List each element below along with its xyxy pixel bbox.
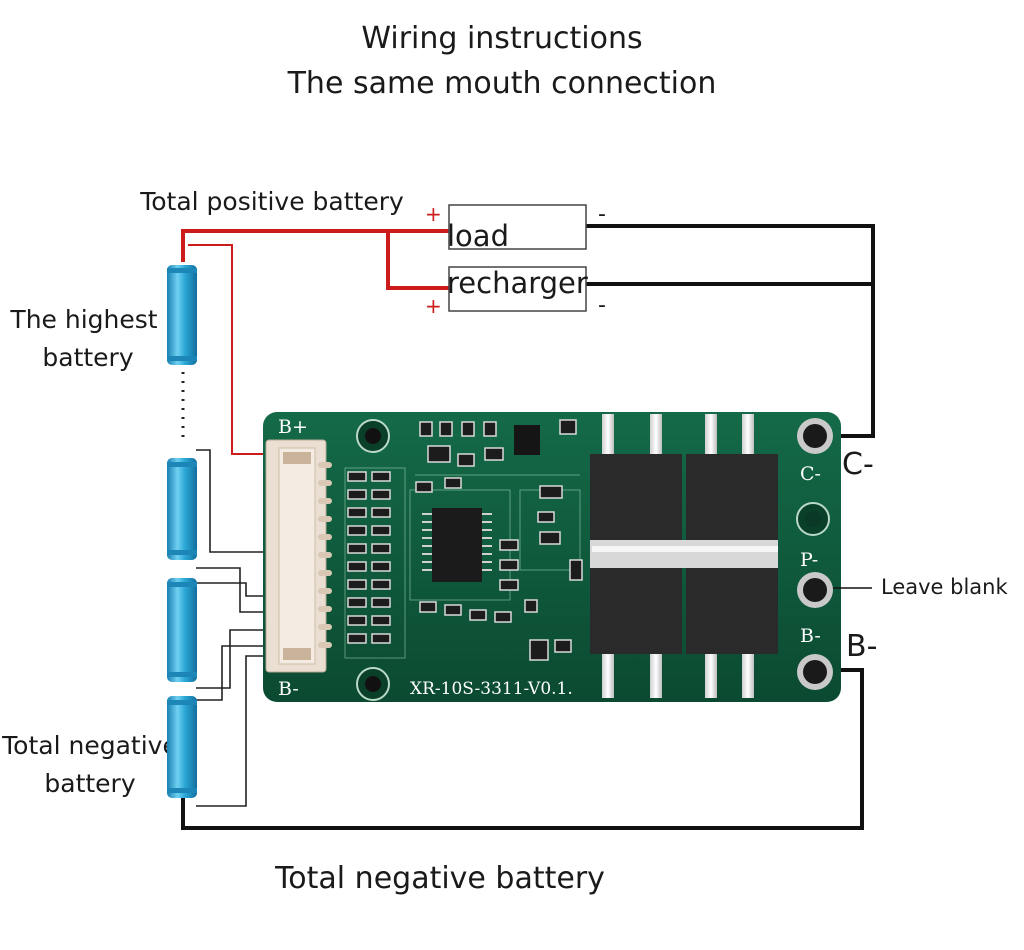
load-minus-sign: - bbox=[598, 202, 606, 227]
control-ic bbox=[422, 508, 492, 582]
battery-cell-bottom bbox=[167, 696, 197, 798]
mosfet-group bbox=[590, 414, 778, 698]
balance-connector bbox=[265, 439, 332, 673]
resistor-array bbox=[347, 471, 391, 644]
total-positive-label: Total positive battery bbox=[139, 187, 404, 216]
battery-cell-3 bbox=[167, 578, 197, 682]
recharger-label: recharger bbox=[447, 266, 588, 300]
silk-b-minus: B- bbox=[278, 678, 299, 700]
battery-cell-2 bbox=[167, 458, 197, 560]
b-minus-wire bbox=[181, 668, 864, 830]
total-negative-left-label-2: battery bbox=[44, 769, 135, 798]
title-line-2: The same mouth connection bbox=[287, 66, 717, 101]
terminal-b-minus bbox=[797, 654, 833, 690]
negative-wires bbox=[181, 224, 875, 830]
positive-wire-main bbox=[181, 229, 450, 262]
silk-c-minus: C- bbox=[800, 463, 821, 485]
silk-b-plus: B+ bbox=[278, 416, 308, 438]
highest-battery-label-1: The highest bbox=[9, 305, 157, 334]
transistor bbox=[514, 425, 540, 455]
positive-wires bbox=[181, 229, 450, 290]
recharger-box: recharger bbox=[447, 266, 588, 312]
load-box: load bbox=[447, 204, 587, 253]
load-plus-sign: + bbox=[425, 202, 442, 226]
mounting-holes bbox=[356, 419, 830, 701]
positive-wire-to-board bbox=[188, 244, 266, 455]
recharger-minus-sign: - bbox=[598, 293, 606, 318]
battery-cells bbox=[167, 265, 197, 798]
highest-battery-label-2: battery bbox=[42, 343, 133, 372]
silk-b-minus-right: B- bbox=[800, 625, 821, 647]
balance-wires bbox=[196, 449, 266, 807]
title-line-1: Wiring instructions bbox=[361, 21, 642, 56]
load-label: load bbox=[447, 219, 509, 253]
terminal-c-minus bbox=[797, 418, 833, 454]
positive-wire-recharger bbox=[386, 231, 450, 290]
bms-board: B+ B- XR-10S-3311-V0.1. C- P- B- bbox=[263, 412, 841, 702]
battery-cell-top bbox=[167, 265, 197, 365]
leave-blank-label: Leave blank bbox=[881, 575, 1008, 599]
total-negative-left-label-1: Total negative bbox=[1, 731, 178, 760]
silk-p-minus: P- bbox=[800, 549, 818, 571]
c-minus-label: C- bbox=[842, 447, 874, 482]
smd-components bbox=[415, 419, 583, 661]
terminal-p-minus bbox=[797, 572, 833, 608]
b-minus-label: B- bbox=[846, 629, 877, 664]
load-negative-wire bbox=[586, 224, 875, 355]
recharger-plus-sign: + bbox=[425, 294, 442, 318]
total-negative-bottom-label: Total negative battery bbox=[274, 861, 605, 896]
board-model-text: XR-10S-3311-V0.1. bbox=[410, 679, 573, 699]
